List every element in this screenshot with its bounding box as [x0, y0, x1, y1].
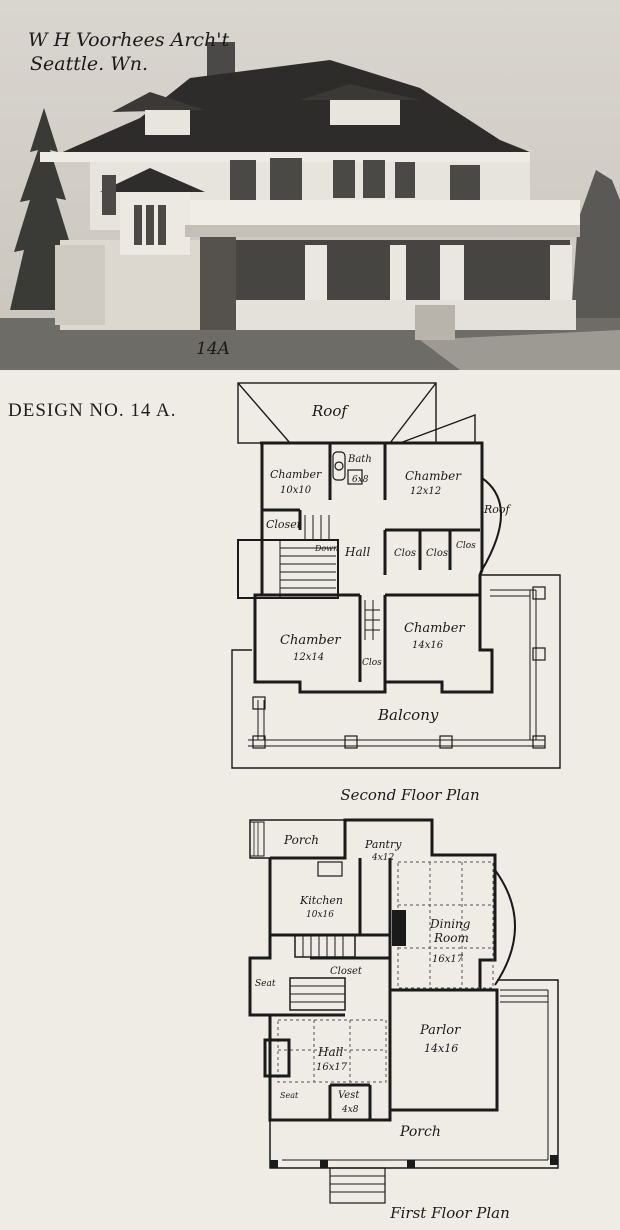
label-porch-front: Porch	[399, 1124, 441, 1140]
label-chamber-sw-size: 12x14	[293, 652, 324, 663]
label-pantry-size: 4x12	[371, 853, 395, 863]
roof-eave	[40, 152, 530, 162]
front-porch	[269, 979, 559, 1204]
label-hall-1f: Hall	[317, 1045, 343, 1059]
balcony-outline	[231, 574, 561, 769]
label-closet-2f: Closet	[266, 518, 302, 531]
stairs-first-floor	[289, 934, 356, 1011]
label-roof-side: Roof	[483, 503, 512, 516]
dining-bay	[494, 869, 516, 986]
dormer-left	[112, 92, 205, 112]
design-title: DESIGN NO. 14 A.	[8, 400, 177, 421]
label-dining-size: 16x17	[432, 954, 464, 965]
label-chamber-se: Chamber	[404, 621, 465, 636]
back-porch	[249, 819, 346, 859]
hall-fireplace	[263, 1038, 291, 1078]
porch-base	[236, 300, 576, 330]
label-kitchen: Kitchen	[299, 894, 343, 907]
architect-signature-line1: W H Voorhees Arch't	[28, 29, 230, 51]
label-vest-size: 4x8	[341, 1105, 359, 1115]
label-porch-back: Porch	[283, 833, 319, 847]
kitchen-range	[317, 861, 343, 877]
label-roof-top: Roof	[311, 402, 349, 420]
second-floor-exterior	[253, 441, 494, 694]
label-chamber-se-size: 14x16	[412, 640, 444, 651]
label-parlor: Parlor	[419, 1023, 461, 1038]
label-kitchen-size: 10x16	[306, 910, 334, 920]
porch-columns	[305, 245, 572, 305]
label-bath-size: 6x8	[352, 475, 369, 485]
label-balcony: Balcony	[377, 706, 439, 724]
stairs-second-floor	[237, 515, 380, 640]
balcony-posts	[252, 586, 546, 749]
dormer-left-face	[145, 110, 190, 135]
walkway	[420, 330, 620, 370]
label-pantry: Pantry	[364, 838, 402, 851]
main-roof	[40, 60, 530, 162]
bay-roof	[100, 168, 205, 192]
roof-bay	[481, 477, 502, 571]
dining-fireplace	[392, 910, 406, 946]
label-clos-c: Clos	[456, 541, 476, 551]
label-parlor-size: 14x16	[424, 1042, 458, 1055]
first-floor-exterior	[248, 818, 499, 1122]
label-hall-2f: Hall	[344, 545, 370, 559]
label-chamber-nw: Chamber	[270, 468, 322, 481]
roof-top-area	[237, 382, 437, 444]
upper-windows	[102, 158, 480, 245]
label-clos-a: Clos	[394, 548, 416, 559]
label-chamber-sw: Chamber	[280, 633, 341, 648]
label-seat: Seat	[255, 979, 276, 989]
label-dining-room: Room	[433, 931, 469, 945]
label-seat-hall: Seat	[280, 1091, 299, 1100]
label-bath: Bath	[347, 454, 372, 465]
bath-fixtures	[332, 451, 363, 485]
label-vest: Vest	[338, 1090, 360, 1101]
front-porch-posts	[270, 1155, 558, 1168]
brick-pier	[200, 235, 236, 330]
label-down: Down	[314, 544, 338, 553]
label-chamber-nw-size: 10x10	[280, 485, 312, 496]
dormer-right	[300, 84, 420, 100]
label-chamber-ne: Chamber	[405, 469, 462, 483]
roof-ne-area	[399, 413, 476, 444]
ceiling-beams	[277, 861, 494, 1083]
tree-right	[570, 170, 620, 340]
architect-signature-line2: Seattle. Wn.	[30, 53, 148, 75]
label-hall-1f-size: 16x17	[316, 1062, 348, 1073]
bay-window	[120, 185, 190, 255]
house-photograph: W H Voorhees Arch't Seattle. Wn. 14A	[0, 0, 620, 370]
label-clos-b: Clos	[426, 548, 448, 559]
label-dining: Dining	[429, 917, 471, 931]
label-chamber-ne-size: 12x12	[410, 486, 441, 497]
first-floor-caption: First Floor Plan	[390, 1204, 510, 1222]
label-clos-d: Clos	[362, 658, 382, 668]
balcony-rail	[190, 200, 580, 228]
balcony-floor	[185, 225, 580, 237]
second-floor-caption: Second Floor Plan	[340, 786, 480, 804]
left-wing	[55, 245, 105, 325]
plate-number: 14A	[196, 339, 230, 359]
label-closet-1f: Closet	[330, 966, 363, 977]
porch-steps	[415, 305, 455, 340]
dormer-right-face	[330, 100, 400, 125]
